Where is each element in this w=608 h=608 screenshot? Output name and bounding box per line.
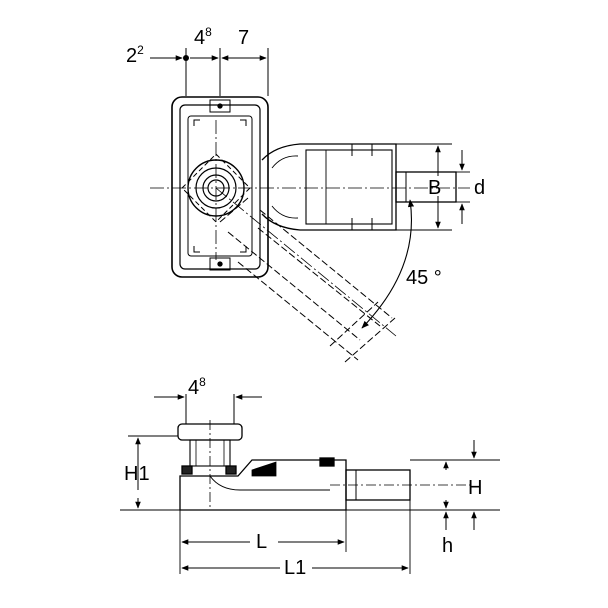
label-h1: H1 xyxy=(124,463,150,485)
label-l1: L1 xyxy=(284,557,306,579)
dim-middle-label: 48 xyxy=(194,25,212,49)
label-d: d xyxy=(474,177,485,199)
angle-label: 45 ° xyxy=(406,267,442,289)
dim-right-label: 7 xyxy=(238,27,249,49)
top-view xyxy=(150,48,470,363)
label-b: B xyxy=(428,177,441,199)
side-view xyxy=(120,394,500,574)
dim-left-label: 22 xyxy=(126,43,144,67)
label-h: H xyxy=(468,477,482,499)
label-h-small: h xyxy=(442,535,453,557)
side-dim-top-label: 48 xyxy=(188,375,206,399)
label-l: L xyxy=(256,531,267,553)
